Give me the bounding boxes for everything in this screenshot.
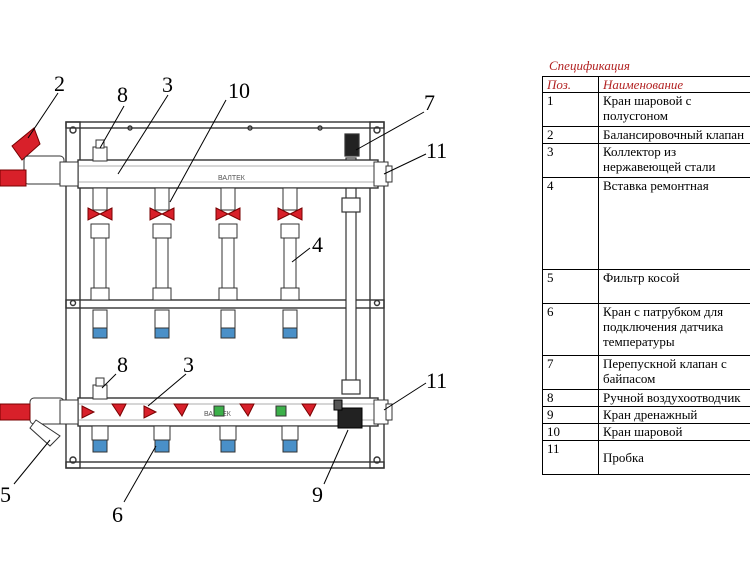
spec-pos: 1 bbox=[542, 92, 599, 127]
spec-name: Пробка bbox=[598, 440, 750, 475]
spec-header-pos: Поз. bbox=[542, 76, 599, 93]
air-vent-top bbox=[92, 139, 108, 162]
spec-pos: 2 bbox=[542, 126, 599, 144]
callout-6: 6 bbox=[112, 502, 123, 527]
top-branch-4 bbox=[277, 187, 303, 339]
bottom-branch-3 bbox=[213, 403, 255, 453]
spec-pos: 3 bbox=[542, 143, 599, 178]
spec-name: Ручной воздухоотводчик bbox=[598, 389, 750, 407]
spec-row: 11 Пробка bbox=[542, 440, 750, 475]
leader-lines bbox=[13, 92, 427, 503]
bottom-branch-4 bbox=[275, 403, 317, 453]
balancing-valve bbox=[0, 127, 79, 187]
bottom-branch-1 bbox=[81, 403, 127, 453]
callout-8-top: 8 bbox=[117, 82, 128, 107]
spec-row: 10 Кран шаровой bbox=[542, 423, 750, 441]
spec-table: Поз. Наименование 1 Кран шаровой с полус… bbox=[542, 76, 750, 475]
spec-pos: 10 bbox=[542, 423, 599, 441]
spec-row: 1 Кран шаровой с полусгоном bbox=[542, 92, 750, 127]
spec-name: Кран шаровой bbox=[598, 423, 750, 441]
manifold-drawing: ВАЛТЕК ВАЛТЕК bbox=[0, 71, 447, 527]
top-branch-1 bbox=[87, 187, 113, 339]
callout-4: 4 bbox=[312, 232, 323, 257]
spec-pos: 5 bbox=[542, 269, 599, 304]
spec-name: Кран шаровой с полусгоном bbox=[598, 92, 750, 127]
spec-pos: 8 bbox=[542, 389, 599, 407]
spec-row: 9 Кран дренажный bbox=[542, 406, 750, 424]
spec-name: Перепускной клапан с байпасом bbox=[598, 355, 750, 390]
callout-11-bottom: 11 bbox=[426, 368, 447, 393]
callout-3-top: 3 bbox=[162, 72, 173, 97]
spec-row: 4 Вставка ремонтная bbox=[542, 177, 750, 270]
callout-2: 2 bbox=[54, 71, 65, 96]
bottom-branch-2 bbox=[143, 403, 189, 453]
top-branch-3 bbox=[215, 187, 241, 339]
angle-filter bbox=[0, 397, 79, 447]
bypass-valve bbox=[341, 133, 361, 395]
callout-8-bottom: 8 bbox=[117, 352, 128, 377]
top-branch-2 bbox=[149, 187, 175, 339]
spec-pos: 4 bbox=[542, 177, 599, 270]
spec-title: Спецификация bbox=[549, 58, 630, 73]
spec-name: Кран дренажный bbox=[598, 406, 750, 424]
spec-name: Коллектор из нержавеющей стали bbox=[598, 143, 750, 178]
callout-9: 9 bbox=[312, 482, 323, 507]
spec-name: Балансировочный клапан bbox=[598, 126, 750, 144]
spec-row: 6 Кран с патрубком для подключения датчи… bbox=[542, 303, 750, 356]
air-vent-bottom bbox=[92, 377, 108, 400]
specification-panel: Спецификация Поз. Наименование 1 Кран ша… bbox=[542, 58, 750, 566]
callout-3-bottom: 3 bbox=[183, 352, 194, 377]
spec-pos: 7 bbox=[542, 355, 599, 390]
spec-name: Фильтр косой bbox=[598, 269, 750, 304]
spec-row: 3 Коллектор из нержавеющей стали bbox=[542, 143, 750, 178]
top-collector: ВАЛТЕК bbox=[77, 159, 393, 189]
drain-valve bbox=[333, 399, 363, 429]
spec-name: Вставка ремонтная bbox=[598, 177, 750, 270]
spec-header-name: Наименование bbox=[598, 76, 750, 93]
callout-5: 5 bbox=[0, 482, 11, 507]
spec-row: 5 Фильтр косой bbox=[542, 269, 750, 304]
spec-row: 2 Балансировочный клапан bbox=[542, 126, 750, 144]
callout-11-top: 11 bbox=[426, 138, 447, 163]
spec-row: 8 Ручной воздухоотводчик bbox=[542, 389, 750, 407]
spec-pos: 11 bbox=[542, 440, 599, 475]
spec-row: 7 Перепускной клапан с байпасом bbox=[542, 355, 750, 390]
spec-pos: 6 bbox=[542, 303, 599, 356]
spec-header-row: Поз. Наименование bbox=[542, 76, 750, 93]
spec-name: Кран с патрубком для подключения датчика… bbox=[598, 303, 750, 356]
spec-pos: 9 bbox=[542, 406, 599, 424]
callout-10: 10 bbox=[228, 78, 250, 103]
brand-top: ВАЛТЕК bbox=[218, 175, 246, 182]
callout-7: 7 bbox=[424, 90, 435, 115]
